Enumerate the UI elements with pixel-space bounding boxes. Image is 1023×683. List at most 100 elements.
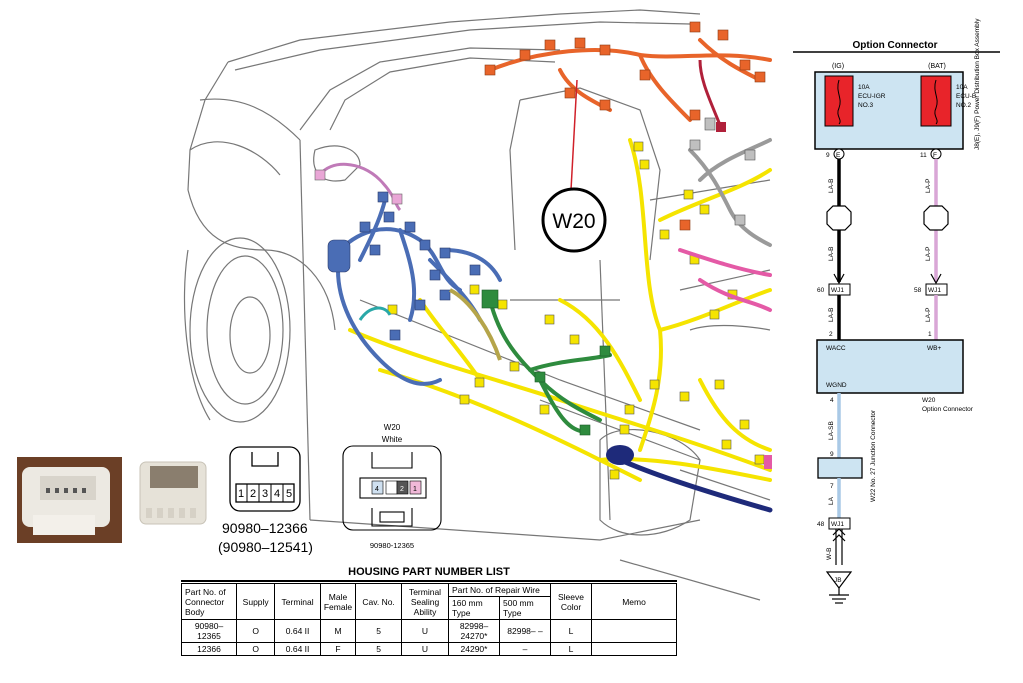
pin-F: F xyxy=(933,152,937,159)
col-supply: Supply xyxy=(235,583,276,620)
wj1-bottom-label: WJ1 xyxy=(831,521,844,528)
jc-pin-7: 7 xyxy=(830,483,834,490)
cell-sleeve: L xyxy=(550,642,592,656)
jc-pin-9: 9 xyxy=(830,451,834,458)
female-connector-color: White xyxy=(382,435,403,444)
wire-lap-label-2: LA-P xyxy=(925,247,932,261)
pink-connector-3 xyxy=(764,455,772,469)
w20-wgnd: WGND xyxy=(826,382,847,389)
wire-lab-label-2: LA-B xyxy=(828,247,835,261)
housing-part-table: Part No. of Connector Body Supply Termin… xyxy=(181,583,677,656)
wire-lasb-label: LA-SB xyxy=(828,421,835,440)
fuse-ecu-igr xyxy=(824,75,854,127)
male-pin-labels: 1 2 3 4 5 xyxy=(238,484,292,502)
cell-seal: U xyxy=(401,642,449,656)
pink-connector xyxy=(314,169,326,181)
col-part-no: Part No. of Connector Body xyxy=(181,583,237,620)
pink-small-harness xyxy=(318,162,402,212)
gray-harness xyxy=(688,138,772,247)
col-repair-wire: Part No. of Repair Wire xyxy=(448,583,551,597)
w20-wacc: WACC xyxy=(826,345,846,352)
male-alt-part-number: (90980–12541) xyxy=(218,539,313,555)
w20-name: W20 xyxy=(922,397,936,404)
col-500mm: 500 mm Type xyxy=(499,596,551,620)
wj1-left-pin: 60 xyxy=(817,287,825,294)
pin-11: 11 xyxy=(920,152,927,159)
olive-harness xyxy=(449,288,502,361)
schematic-panel: Option Connector (IG) (BAT) 10A ECU-IGR … xyxy=(793,18,1000,604)
ground-triangle xyxy=(825,571,853,589)
fuse1-no: NO.3 xyxy=(858,102,874,109)
fuse1-amp: 10A xyxy=(858,84,870,91)
w20-option-connector-box xyxy=(816,339,964,394)
splice-right xyxy=(923,205,949,231)
bat-label: (BAT) xyxy=(928,63,946,70)
ig-label: (IG) xyxy=(832,63,844,70)
orange-connectors xyxy=(484,21,766,231)
col-160mm: 160 mm Type xyxy=(448,596,500,620)
cell-r500: – xyxy=(499,642,551,656)
cell-r160: 24290* xyxy=(448,642,500,656)
gray-connectors xyxy=(689,117,756,226)
cell-part: 12366 xyxy=(181,642,237,656)
wire-lab-label-1: LA-B xyxy=(828,179,835,193)
cell-sleeve: L xyxy=(550,619,592,643)
connector-photo-2 xyxy=(134,455,212,533)
cell-r160: 82998– 24270* xyxy=(448,619,500,643)
col-cav-no: Cav. No. xyxy=(355,583,402,620)
col-memo: Memo xyxy=(591,583,677,620)
housing-table-title: HOUSING PART NUMBER LIST xyxy=(348,566,510,578)
cell-supply: O xyxy=(235,642,276,656)
col-sealing: Terminal Sealing Ability xyxy=(401,583,449,620)
wire-la-label: LA xyxy=(828,496,835,505)
red-connector xyxy=(716,122,726,132)
fuse1-name: ECU-IGR xyxy=(858,93,886,100)
cell-supply: O xyxy=(235,619,276,643)
cell-memo xyxy=(591,642,677,656)
teal-harness xyxy=(358,306,392,321)
wire-lap-label-1: LA-P xyxy=(925,179,932,193)
pink-harness xyxy=(678,248,772,312)
female-part-number: 90980-12365 xyxy=(370,541,414,550)
wire-lap-label-3: LA-P xyxy=(925,308,932,322)
orange-harness xyxy=(488,38,772,122)
female-pin-4: 4 xyxy=(375,486,379,493)
male-pin-1: 1 xyxy=(238,488,244,500)
female-pin-2: 2 xyxy=(400,486,404,493)
housing-table-rule xyxy=(181,580,677,582)
green-connectors xyxy=(481,289,611,436)
w20-wbplus: WB+ xyxy=(927,345,941,352)
wj1-right-label: WJ1 xyxy=(928,287,941,294)
blue-connectors xyxy=(327,191,481,341)
col-sleeve: Sleeve Color xyxy=(550,583,592,620)
schematic-title: Option Connector xyxy=(853,40,938,51)
cell-memo xyxy=(591,619,677,643)
ground-label: JB xyxy=(834,577,842,584)
cell-seal: U xyxy=(401,619,449,643)
table-row: 90980– 12365 O 0.64 II M 5 U 82998– 2427… xyxy=(181,619,677,643)
wj1-bottom-pin: 48 xyxy=(817,521,825,528)
wj1-right-pin: 58 xyxy=(914,287,922,294)
pink-connector-2 xyxy=(391,193,403,205)
cell-mf: M xyxy=(319,619,357,643)
male-pin-2: 2 xyxy=(250,488,256,500)
pin-9: 9 xyxy=(826,152,830,159)
fuse2-no: NO.2 xyxy=(956,102,972,109)
female-connector-title: W20 xyxy=(384,423,401,432)
cell-mf: F xyxy=(319,642,357,656)
w20-callout: W20 xyxy=(541,79,607,253)
splice-left xyxy=(826,205,852,231)
wire-lab-label-3: LA-B xyxy=(828,308,835,322)
wire-wb-label: W-B xyxy=(826,547,833,560)
col-terminal: Terminal xyxy=(274,583,321,620)
w20-desc: Option Connector xyxy=(922,406,974,413)
cell-cav: 5 xyxy=(355,642,402,656)
navy-grommet xyxy=(606,445,634,465)
male-pin-3: 3 xyxy=(262,488,268,500)
pin-4: 4 xyxy=(830,397,834,404)
fuse2-amp: 10A xyxy=(956,84,968,91)
male-connector-drawing xyxy=(229,446,301,512)
pin-1: 1 xyxy=(928,331,932,338)
female-pins: 4 2 1 xyxy=(371,480,422,495)
